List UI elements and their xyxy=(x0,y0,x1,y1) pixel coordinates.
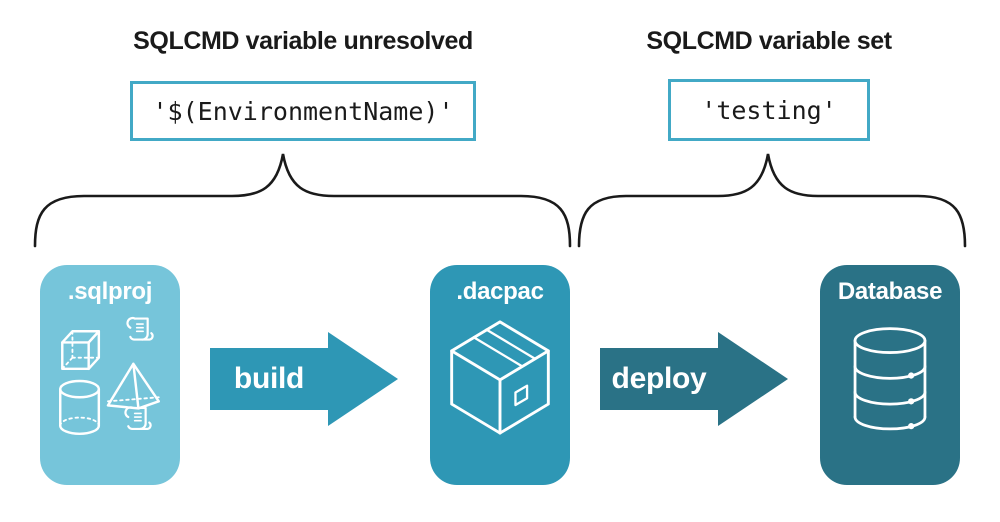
scroll-icon xyxy=(124,406,152,431)
cylinder-icon xyxy=(59,379,101,435)
node-sqlproj-label: .sqlproj xyxy=(67,278,153,305)
sql-objects-icon xyxy=(59,316,160,435)
left-code-box: '$(EnvironmentName)' xyxy=(130,81,476,141)
left-code-text: '$(EnvironmentName)' xyxy=(152,96,454,126)
deploy-arrow-label: deploy xyxy=(611,362,707,395)
node-sqlproj: .sqlproj xyxy=(40,265,180,485)
database-icon xyxy=(853,327,927,431)
left-heading: SQLCMD variable unresolved xyxy=(133,26,473,55)
left-brace xyxy=(33,153,572,248)
node-database-label: Database xyxy=(837,278,943,305)
node-dacpac-label: .dacpac xyxy=(456,278,544,305)
right-code-box: 'testing' xyxy=(668,79,870,141)
pyramid-icon xyxy=(106,362,160,410)
right-brace xyxy=(577,153,967,248)
right-code-text: 'testing' xyxy=(701,95,837,125)
node-database: Database xyxy=(820,265,960,485)
package-icon xyxy=(450,320,550,435)
scroll-icon xyxy=(126,316,154,341)
build-arrow-label: build xyxy=(233,362,305,395)
cube-icon xyxy=(61,330,101,371)
right-heading: SQLCMD variable set xyxy=(646,26,892,55)
node-dacpac: .dacpac xyxy=(430,265,570,485)
